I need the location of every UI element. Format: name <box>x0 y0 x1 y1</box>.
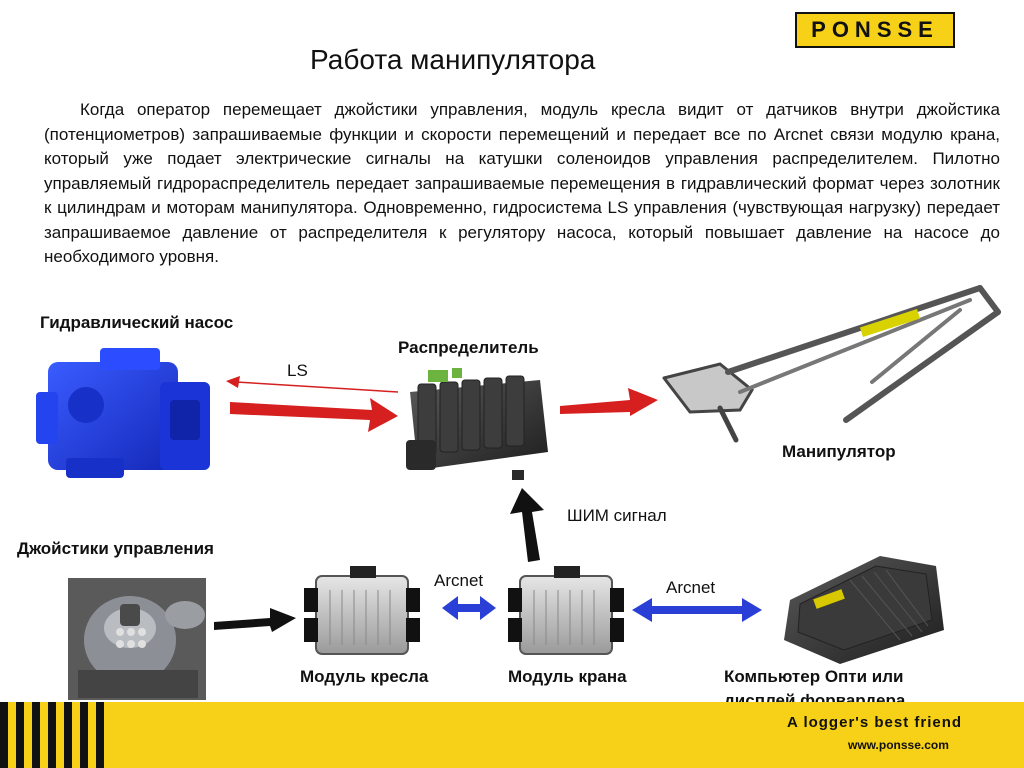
distributor-icon <box>406 368 548 480</box>
seat-module-icon <box>304 566 420 654</box>
crane-module-icon <box>508 566 624 654</box>
pump-to-distributor-arrow <box>230 398 398 432</box>
joystick-photo <box>68 578 206 700</box>
arcnet-double-arrow-left <box>442 596 496 620</box>
footer-url[interactable]: www.ponsse.com <box>848 738 949 752</box>
footer-stripes <box>0 702 112 768</box>
joystick-to-seat-arrow <box>214 608 296 632</box>
arcnet-double-arrow-right <box>632 598 762 622</box>
hydraulic-pump-icon <box>36 348 210 478</box>
manipulator-icon <box>664 288 998 440</box>
pwm-arrow <box>510 488 544 562</box>
computer-display-icon <box>784 556 944 664</box>
distributor-to-manipulator-arrow <box>560 388 658 416</box>
footer-tagline: A logger's best friend <box>787 714 962 731</box>
footer-band <box>0 702 1024 768</box>
ls-arrow <box>226 376 398 392</box>
diagram-artwork <box>0 0 1024 702</box>
